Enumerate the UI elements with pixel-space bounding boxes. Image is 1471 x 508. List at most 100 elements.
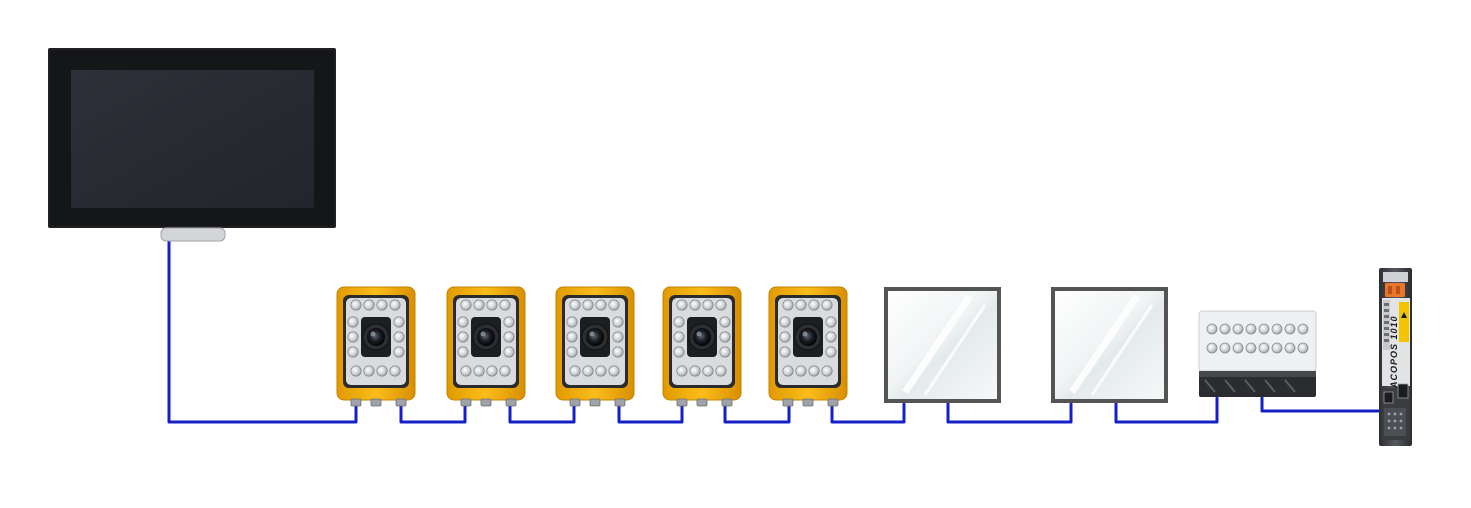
camera-led	[486, 299, 498, 311]
camera-led	[457, 316, 469, 328]
camera-led	[689, 365, 701, 377]
camera-led	[673, 316, 685, 328]
camera-led	[376, 365, 388, 377]
camera-led	[393, 316, 405, 328]
camera-lens	[367, 328, 385, 346]
hmi-screen	[71, 70, 314, 208]
camera-led	[457, 346, 469, 358]
light-bar-led	[1297, 323, 1309, 335]
camera-led	[566, 331, 578, 343]
light-bar-led	[1284, 323, 1296, 335]
camera-led	[779, 346, 791, 358]
camera-led	[676, 365, 688, 377]
light-bar-led	[1245, 342, 1257, 354]
camera-led	[782, 365, 794, 377]
camera-led	[347, 346, 359, 358]
camera-led	[612, 346, 624, 358]
camera-led	[795, 299, 807, 311]
camera-connector	[614, 398, 626, 407]
servo-drive: ACOPOS 1010	[1379, 268, 1412, 446]
hmi-panel	[48, 48, 336, 242]
led-light-bar	[1198, 310, 1317, 397]
smart-camera-4	[662, 286, 742, 407]
camera-led	[566, 316, 578, 328]
camera-led	[821, 299, 833, 311]
camera-led	[612, 316, 624, 328]
camera-led	[473, 299, 485, 311]
backlight-1	[884, 287, 1001, 403]
camera-led	[821, 365, 833, 377]
drive-ethernet-port	[1383, 391, 1394, 404]
camera-connector	[676, 398, 688, 407]
camera-led	[389, 365, 401, 377]
camera-led	[582, 299, 594, 311]
camera-led	[457, 331, 469, 343]
light-bar-led	[1206, 342, 1218, 354]
camera-connector	[569, 398, 581, 407]
cable-backlight-2-to-light-bar	[1114, 396, 1219, 424]
camera-connector	[395, 398, 407, 407]
camera-led	[779, 331, 791, 343]
camera-led	[350, 365, 362, 377]
camera-connector	[370, 398, 382, 407]
light-bar-led	[1219, 342, 1231, 354]
camera-led	[795, 365, 807, 377]
light-bar-led	[1271, 323, 1283, 335]
backlight-2	[1051, 287, 1168, 403]
cable-light-bar-to-drive	[1260, 396, 1394, 413]
camera-connector	[827, 398, 839, 407]
light-bar-led	[1284, 342, 1296, 354]
camera-led	[702, 365, 714, 377]
light-bar-led	[1271, 342, 1283, 354]
camera-led	[460, 299, 472, 311]
camera-led	[779, 316, 791, 328]
light-bar-led	[1245, 323, 1257, 335]
camera-led	[460, 365, 472, 377]
cable-camera-1-to-camera-2	[399, 404, 467, 424]
light-bar-led	[1297, 342, 1309, 354]
drive-model-label: ACOPOS 1010	[1389, 315, 1399, 389]
camera-led	[347, 331, 359, 343]
camera-led	[719, 331, 731, 343]
cable-hmi-to-camera-1	[167, 235, 358, 424]
camera-led	[782, 299, 794, 311]
camera-led	[347, 316, 359, 328]
camera-lens	[799, 328, 817, 346]
cable-camera-5-to-backlight-1	[830, 402, 906, 424]
camera-led	[393, 331, 405, 343]
camera-led	[473, 365, 485, 377]
camera-led	[608, 365, 620, 377]
light-bar-led	[1219, 323, 1231, 335]
camera-led	[503, 346, 515, 358]
drive-warning-label	[1399, 302, 1409, 342]
cable-camera-3-to-camera-4	[617, 404, 684, 424]
light-bar-led	[1232, 323, 1244, 335]
camera-led	[719, 316, 731, 328]
camera-led	[499, 299, 511, 311]
camera-led	[503, 331, 515, 343]
smart-camera-5	[768, 286, 848, 407]
camera-led	[376, 299, 388, 311]
camera-led	[715, 365, 727, 377]
camera-connector	[480, 398, 492, 407]
camera-led	[673, 331, 685, 343]
light-bar-led	[1258, 342, 1270, 354]
smart-camera-3	[555, 286, 635, 407]
camera-led	[825, 331, 837, 343]
camera-led	[389, 299, 401, 311]
cable-backlight-1-to-backlight-2	[946, 402, 1073, 424]
camera-led	[582, 365, 594, 377]
camera-led	[673, 346, 685, 358]
cable-camera-4-to-camera-5	[723, 404, 791, 424]
camera-lens	[586, 328, 604, 346]
camera-led	[350, 299, 362, 311]
camera-lens	[477, 328, 495, 346]
smart-camera-1	[336, 286, 416, 407]
camera-led	[825, 346, 837, 358]
camera-led	[486, 365, 498, 377]
smart-cameras	[336, 286, 848, 407]
light-bar-led	[1258, 323, 1270, 335]
camera-led	[569, 299, 581, 311]
camera-led	[825, 316, 837, 328]
cable-camera-2-to-camera-3	[508, 404, 576, 424]
